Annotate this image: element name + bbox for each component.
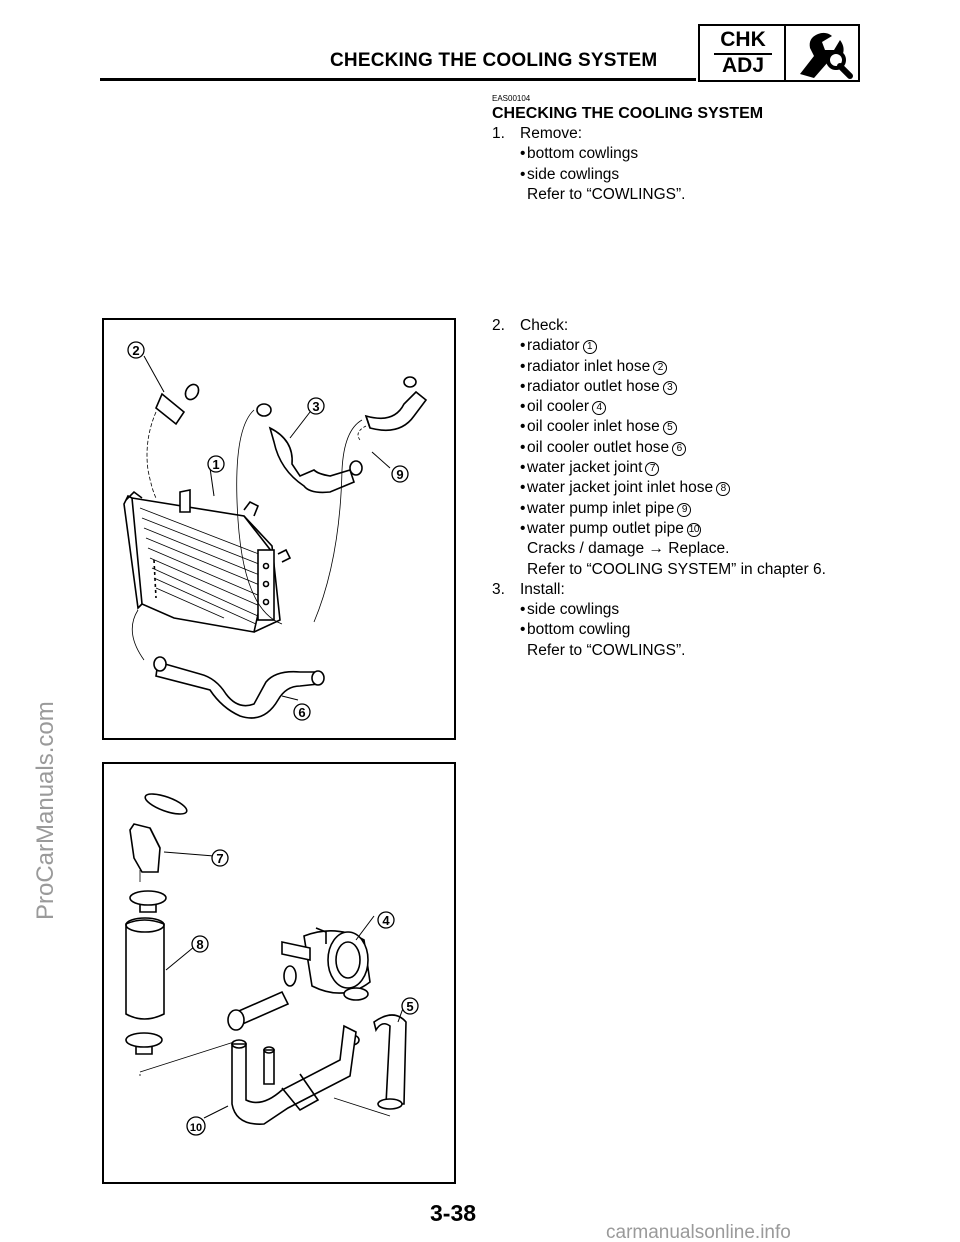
list-item: •bottom cowlings xyxy=(520,145,639,163)
callout-label: 10 xyxy=(190,1122,202,1134)
badge-text-box: CHK ADJ xyxy=(700,26,786,80)
callout-label: 6 xyxy=(298,705,305,720)
callout-label: 5 xyxy=(406,999,413,1014)
step2-label: Check: xyxy=(520,317,569,334)
oil-cooler-figure: 7 8 4 5 10 xyxy=(102,762,456,1184)
callout-circle xyxy=(377,911,395,929)
callout-label: 1 xyxy=(212,457,219,472)
callout-label: 2 xyxy=(132,343,139,358)
step1-heading: 1. Remove: xyxy=(492,124,763,144)
callout-circle xyxy=(391,465,409,483)
step3-number: 3. xyxy=(492,580,505,598)
callout-label: 7 xyxy=(216,851,223,866)
callout-label: 8 xyxy=(196,937,203,952)
section-title: CHECKING THE COOLING SYSTEM xyxy=(492,105,764,122)
oil-cooler-illustration: 7 8 4 5 10 xyxy=(125,793,419,1136)
step1-number: 1. xyxy=(492,125,505,142)
radiator-illustration: 2 3 1 9 6 xyxy=(123,341,428,721)
callout-ref: 9 xyxy=(677,502,692,517)
callout-circle xyxy=(307,397,325,415)
side-watermark: ProCarManuals.com xyxy=(32,701,59,920)
footer-watermark: carmanualsonline.info xyxy=(606,1222,791,1242)
callout-ref: 10 xyxy=(686,522,701,537)
callout-circle xyxy=(186,1116,206,1136)
callout-ref: 6 xyxy=(672,441,687,456)
callout-ref: 4 xyxy=(592,401,607,416)
step3-note: Refer to “COWLINGS”. xyxy=(527,641,686,659)
callout-circle xyxy=(191,935,209,953)
callout-ref: 2 xyxy=(653,360,668,375)
list-item: •bottom cowling xyxy=(520,621,631,639)
callout-circle xyxy=(127,341,145,359)
page-number: 3-38 xyxy=(430,1200,477,1226)
header-rule xyxy=(100,78,696,81)
callout-ref: 5 xyxy=(662,421,677,436)
step2-note-1: Cracks / damage → Replace. xyxy=(527,540,730,558)
callout-label: 3 xyxy=(312,399,319,414)
badge-adj-label: ADJ xyxy=(721,54,764,77)
step1-note: Refer to “COWLINGS”. xyxy=(527,185,686,203)
section-code: EAS00104 xyxy=(492,94,531,103)
page-header-title: CHECKING THE COOLING SYSTEM xyxy=(330,50,658,71)
radiator-figure: 2 3 1 9 6 xyxy=(102,318,456,740)
list-item: •side cowlings xyxy=(520,601,620,619)
callout-ref: 3 xyxy=(662,380,677,395)
section-badge: CHK ADJ xyxy=(698,24,860,82)
badge-chk-label: CHK xyxy=(720,28,766,51)
callout-ref: 7 xyxy=(645,462,660,477)
callout-ref: 1 xyxy=(582,340,597,355)
callout-ref: 8 xyxy=(716,482,731,497)
step2-note-2: Refer to “COOLING SYSTEM” in chapter 6. xyxy=(527,560,826,578)
step1-block: EAS00104 CHECKING THE COOLING SYSTEM 1. R… xyxy=(492,94,763,205)
callout-circle xyxy=(293,703,311,721)
callout-circle xyxy=(207,455,225,473)
callout-label: 4 xyxy=(382,913,390,928)
step3-label: Install: xyxy=(520,580,565,598)
step1-label: Remove: xyxy=(520,125,583,142)
step2-heading: 2. Check: xyxy=(492,316,826,336)
callout-label: 9 xyxy=(396,467,403,482)
badge-divider xyxy=(714,53,772,55)
list-item: •side cowlings xyxy=(520,165,620,183)
callout-circle xyxy=(401,997,419,1015)
callout-circle xyxy=(211,849,229,867)
step2-number: 2. xyxy=(492,317,505,334)
wrench-magnifier-icon xyxy=(800,32,853,79)
step3-heading: 3. Install: xyxy=(492,580,826,600)
